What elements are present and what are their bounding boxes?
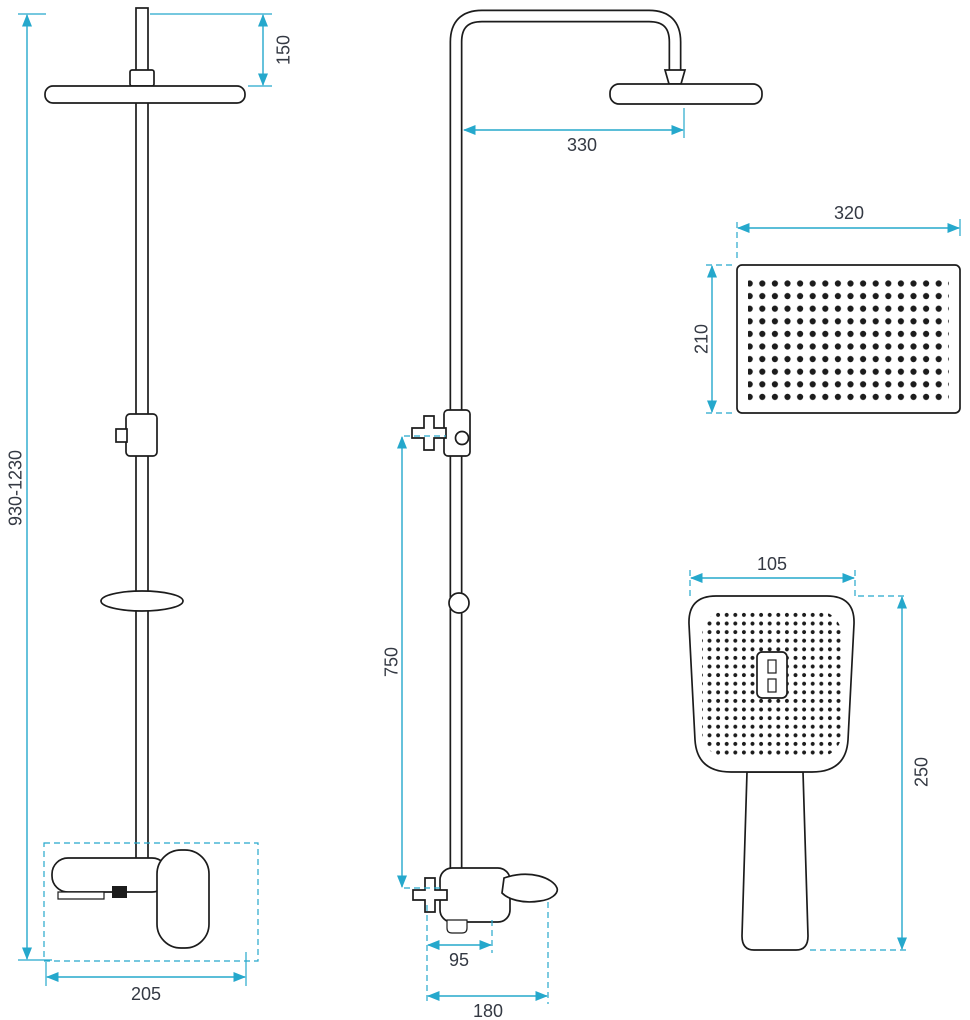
dim-label-hand-length: 250	[911, 757, 931, 787]
dim-label-head-depth: 210	[691, 324, 711, 354]
slide-bracket-side	[125, 413, 158, 457]
hand-shower-center-plate	[756, 651, 788, 699]
soap-dish-side	[100, 590, 184, 612]
mixer-spout-side	[57, 891, 105, 900]
dim-label-rail-length: 750	[381, 647, 401, 677]
head-connector-front	[663, 69, 687, 85]
riser-pipe-front-outline	[449, 9, 682, 880]
dim-label-hand-width: 105	[757, 554, 787, 574]
riser-pipe-front-core	[451, 11, 680, 880]
slide-bracket-knob-side	[115, 428, 128, 443]
hand-shower-handle	[741, 771, 809, 951]
mixer-spout-front	[446, 919, 468, 934]
bracket-cross-knob-front	[411, 415, 447, 451]
mixer-lever-front	[501, 873, 559, 903]
overhead-shower-front	[609, 83, 763, 105]
dim-hand-length: 250	[810, 595, 931, 951]
dim-head-depth: 210	[691, 264, 735, 414]
dim-label-base-width-front: 180	[473, 1001, 503, 1020]
bracket-diverter-front	[454, 430, 470, 446]
mixer-body-side	[51, 857, 169, 893]
overhead-shower-side	[44, 85, 246, 104]
dim-label-head-width: 320	[834, 203, 864, 223]
front-view	[411, 9, 763, 934]
hand-shower-plate-bar-top	[767, 659, 777, 674]
dim-label-head-offset: 150	[273, 35, 293, 65]
dim-base-width-front: 180	[426, 902, 549, 1020]
hand-shower-detail	[688, 595, 855, 951]
dim-hand-width: 105	[689, 554, 856, 600]
hand-shower-plate-bar-bottom	[767, 678, 777, 693]
dim-label-total-height: 930-1230	[5, 450, 25, 526]
side-view	[44, 7, 246, 949]
shower-head-detail	[736, 264, 961, 414]
slider-knob-front	[448, 592, 470, 614]
dim-label-valve-width: 95	[449, 950, 469, 970]
dim-base-width-side: 205	[43, 842, 259, 1004]
mixer-handle-side	[156, 849, 210, 949]
dim-valve-width: 95	[426, 905, 493, 1004]
head-nozzle-grid	[748, 276, 949, 402]
mixer-detail-side	[112, 886, 127, 898]
mixer-cross-knob-front	[412, 877, 448, 913]
head-joint-side	[129, 69, 155, 87]
dim-label-base-width-side: 205	[131, 984, 161, 1004]
dim-rail-length: 750	[381, 435, 446, 889]
dim-total-height: 930-1230	[5, 13, 52, 961]
mixer-body-front	[439, 867, 511, 923]
dim-head-width: 320	[736, 203, 961, 262]
dim-head-reach: 330	[462, 108, 685, 155]
dim-head-offset: 150	[150, 13, 293, 87]
dim-label-head-reach: 330	[567, 135, 597, 155]
